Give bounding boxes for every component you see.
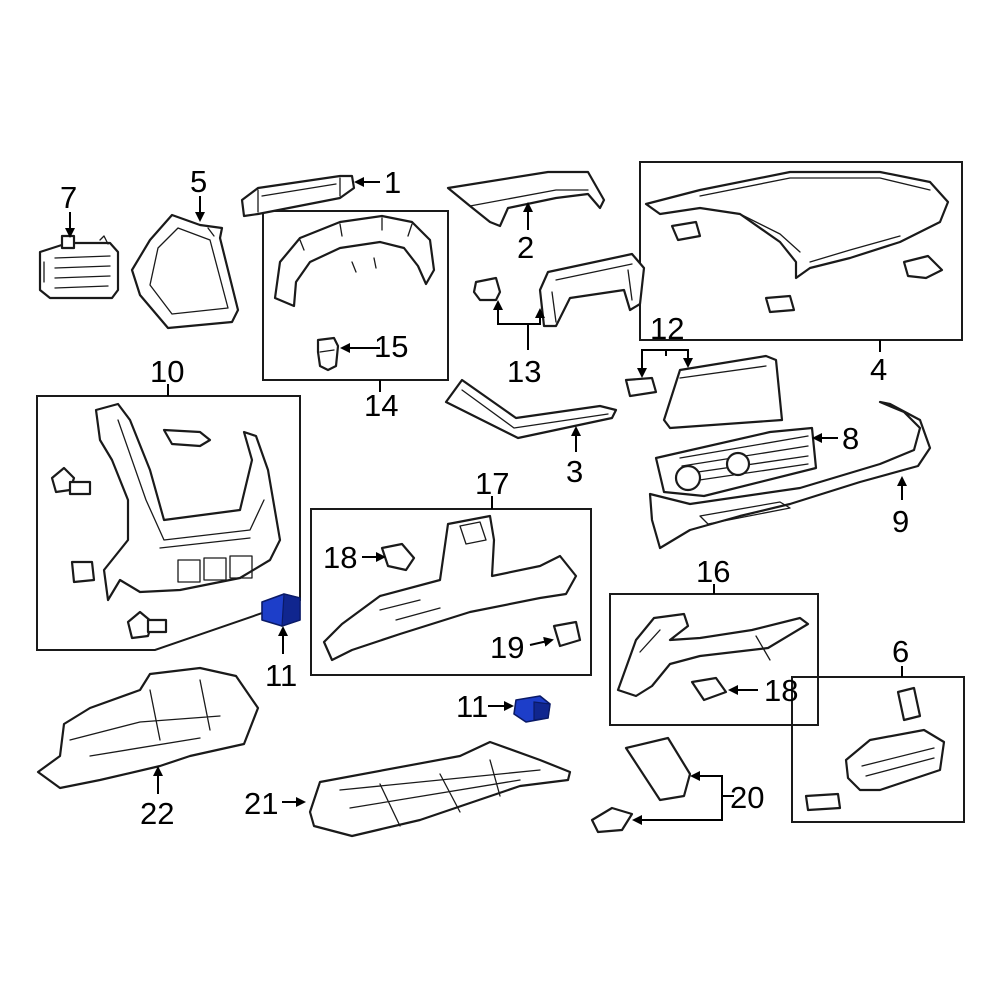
part-4-dash-upper — [644, 170, 950, 314]
part-10-screw-bottom — [126, 610, 168, 640]
callout-11a: 11 — [265, 658, 297, 693]
part-8-center-vent — [654, 426, 818, 498]
part-7-side-vent — [38, 234, 120, 300]
part-18-clip-a — [380, 542, 416, 572]
callout-15: 15 — [374, 329, 408, 364]
callout-16: 16 — [696, 554, 730, 589]
part-16-trim — [616, 612, 810, 698]
group-box-6 — [791, 676, 965, 823]
part-14-cluster-hood — [273, 214, 436, 308]
part-20-cover — [590, 736, 692, 834]
part-11-clip-highlighted-a — [261, 593, 301, 627]
group-box-10 — [36, 395, 301, 651]
part-10-console-bezel — [94, 402, 282, 602]
part-3-trim-strip — [444, 378, 618, 440]
part-12-display — [624, 354, 784, 430]
callout-11b: 11 — [456, 689, 488, 724]
group-box-4 — [639, 161, 963, 341]
part-18-clip-b — [690, 676, 728, 702]
part-9-dash-lower — [648, 400, 932, 550]
part-21-floor-panel — [308, 740, 572, 838]
part-10-clip-left — [70, 560, 96, 584]
part-2-bracket — [446, 170, 606, 228]
callout-9: 9 — [892, 504, 909, 539]
callout-14: 14 — [364, 388, 398, 423]
callout-13: 13 — [507, 354, 541, 389]
callout-labels: 1 2 3 4 5 6 7 8 9 10 11 11 12 13 14 15 1… — [60, 164, 909, 831]
part-15-clip — [316, 336, 340, 372]
group-box-17 — [310, 508, 592, 676]
callout-6: 6 — [892, 634, 909, 669]
callout-5: 5 — [190, 164, 207, 199]
callout-12: 12 — [650, 311, 684, 346]
callout-2: 2 — [517, 230, 534, 265]
callout-22: 22 — [140, 796, 174, 831]
callout-19: 19 — [490, 630, 524, 665]
part-6-vent-assembly — [804, 686, 946, 812]
part-10-clip-top — [162, 428, 212, 448]
callout-7: 7 — [60, 180, 77, 215]
part-11-clip-highlighted-b — [513, 695, 551, 723]
callout-20: 20 — [730, 780, 764, 815]
group-box-14 — [262, 210, 449, 381]
callout-10: 10 — [150, 354, 184, 389]
part-10-screw-left — [50, 466, 92, 496]
part-13-bracket-frame — [472, 252, 646, 328]
callout-3: 3 — [566, 454, 583, 489]
part-5-trim-panel — [130, 213, 240, 330]
part-17-lower-trim — [322, 514, 578, 662]
part-19-clip — [552, 620, 582, 648]
callout-18b: 18 — [764, 673, 798, 708]
leader-lines — [65, 177, 907, 825]
callout-21: 21 — [244, 786, 278, 821]
callout-18a: 18 — [323, 540, 357, 575]
callout-8: 8 — [842, 421, 859, 456]
callout-4: 4 — [870, 352, 887, 387]
part-22-reinforcement — [36, 666, 260, 790]
callout-1: 1 — [384, 165, 401, 200]
part-1-top-bar — [240, 174, 356, 218]
callout-17: 17 — [475, 466, 509, 501]
